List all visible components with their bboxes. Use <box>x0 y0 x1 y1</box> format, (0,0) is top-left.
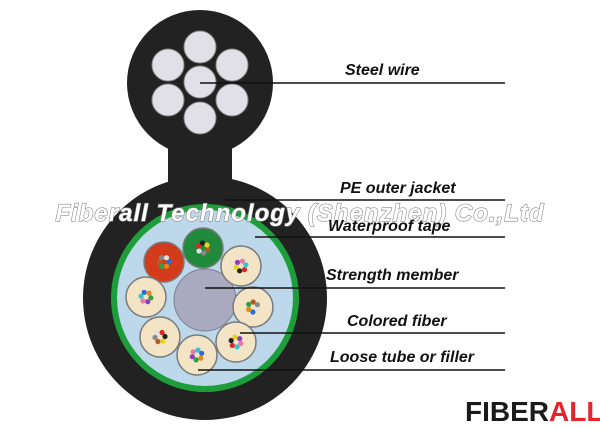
colored-fiber-dot <box>199 240 205 246</box>
colored-fiber-dot <box>154 330 160 336</box>
colored-fiber-dot <box>234 259 241 265</box>
colored-fiber-dot <box>160 338 166 344</box>
label-strength-member: Strength member <box>326 267 459 284</box>
logo-text-all: ALL <box>549 396 600 427</box>
colored-fiber-dot <box>148 295 154 301</box>
colored-fiber-dot <box>159 329 165 336</box>
steel-wire-strand <box>183 30 217 64</box>
label-pe-outer-jacket: PE outer jacket <box>340 180 456 197</box>
colored-fiber-dot <box>140 298 146 304</box>
colored-fiber-dot <box>237 336 243 342</box>
steel-wire-center <box>183 65 217 99</box>
colored-fiber-dot <box>246 306 252 312</box>
colored-fiber-dot <box>196 248 202 254</box>
colored-fiber-dot <box>237 268 243 274</box>
colored-fiber-dot <box>250 299 256 305</box>
colored-fiber-dot <box>138 293 144 299</box>
colored-fiber-dot <box>239 258 245 264</box>
loose-tube <box>125 276 167 318</box>
colored-fiber-dot <box>141 289 147 295</box>
label-steel-wire: Steel wire <box>345 62 420 79</box>
steel-wire-strand <box>215 48 249 82</box>
colored-fiber-dot <box>250 309 256 315</box>
colored-fiber-dot <box>228 337 234 344</box>
colored-fiber-dot <box>201 250 207 256</box>
colored-fiber-dot <box>189 354 195 360</box>
steel-wire-strand <box>151 48 185 82</box>
loose-tube <box>220 245 262 287</box>
loose-tube <box>215 321 257 363</box>
colored-fiber-dot <box>158 255 165 261</box>
colored-fiber-dot <box>229 342 235 348</box>
colored-fiber-dot <box>254 307 260 313</box>
colored-fiber-dot <box>205 247 211 253</box>
colored-fiber-dot <box>155 338 161 345</box>
colored-fiber-dot <box>145 299 151 305</box>
colored-fiber-dot <box>243 262 249 268</box>
colored-fiber-dot <box>204 242 210 248</box>
colored-fiber-dot <box>246 301 252 307</box>
colored-fiber-dot <box>163 263 170 269</box>
logo-text-fiber: FIBER <box>465 396 549 427</box>
label-loose-tube: Loose tube or filler <box>330 349 475 366</box>
colored-fiber-dot <box>163 255 170 261</box>
colored-fiber-dot <box>198 355 204 361</box>
colored-fiber-dot <box>233 264 239 270</box>
loose-tube <box>176 334 218 376</box>
loose-tubes-group <box>125 227 274 376</box>
colored-fiber-dot <box>146 290 152 296</box>
label-colored-fiber: Colored fiber <box>347 313 447 330</box>
colored-fiber-dot <box>158 263 165 269</box>
colored-fiber-dot <box>152 334 158 341</box>
svg-text:FIBERALL: FIBERALL <box>465 396 600 427</box>
colored-fiber-dot <box>232 334 238 340</box>
colored-fiber-dot <box>254 302 260 308</box>
steel-wire-strand <box>151 83 185 117</box>
leader-lines <box>198 82 505 371</box>
loose-tube <box>182 227 224 269</box>
colored-fiber-dot <box>195 243 201 249</box>
colored-fiber-dot <box>162 333 168 340</box>
colored-fiber-dot <box>190 349 196 355</box>
watermark-text: Fiberall Technology (Shenzhen) Co.,Ltd <box>55 200 544 227</box>
loose-tube <box>232 286 274 328</box>
colored-fiber-dot <box>166 259 172 265</box>
colored-fiber-dot <box>241 267 248 273</box>
colored-fiber-dot <box>156 259 162 265</box>
colored-fiber-dot <box>234 344 240 350</box>
fiberall-logo: FIBERALL <box>465 396 600 427</box>
steel-wire-strand <box>215 83 249 117</box>
colored-fiber-dot <box>195 347 201 353</box>
colored-fiber-dot <box>193 357 199 363</box>
loose-tube <box>139 316 181 358</box>
steel-wire-strand <box>183 101 217 135</box>
colored-fiber-dot <box>238 340 244 347</box>
label-waterproof-tape: Waterproof tape <box>328 218 450 235</box>
loose-tube <box>143 241 185 283</box>
colored-fiber-dot <box>199 350 205 356</box>
